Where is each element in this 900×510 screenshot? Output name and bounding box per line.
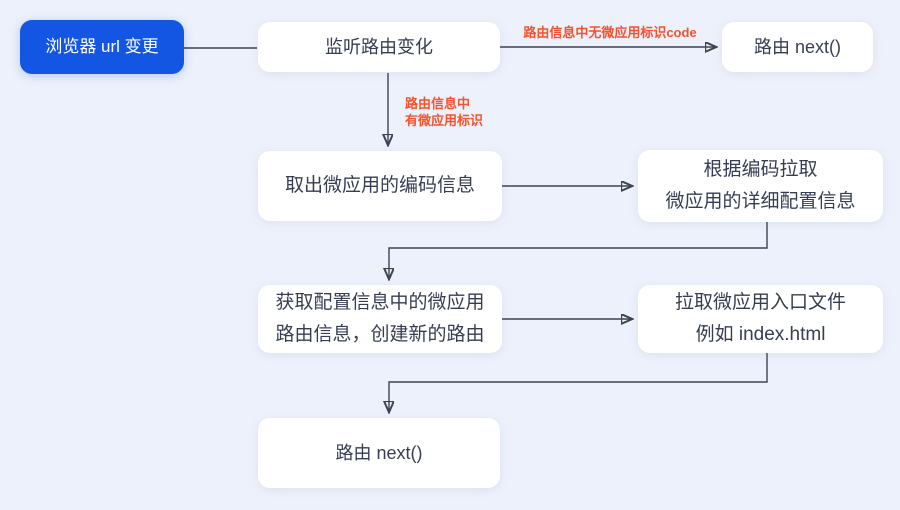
node-listen-route-change-label: 监听路由变化 (325, 37, 433, 57)
node-fetch-entry-file: 拉取微应用入口文件 例如 index.html (638, 285, 883, 353)
edge-label-no-app-code: 路由信息中无微应用标识code (500, 24, 720, 41)
node-create-new-route: 获取配置信息中的微应用 路由信息，创建新的路由 (258, 285, 502, 353)
edge-fetch-entry-to-next-bottom (389, 353, 768, 411)
edge-fetch-config-to-create-route (389, 222, 768, 278)
edge-label-has-app-code: 路由信息中 有微应用标识 (405, 95, 483, 129)
edge-label-has-app-code-line1: 路由信息中 (405, 96, 471, 111)
node-route-next-bottom: 路由 next() (258, 418, 500, 488)
node-route-next-bottom-label: 路由 next() (335, 443, 423, 463)
edge-label-has-app-code-line2: 有微应用标识 (405, 113, 484, 128)
node-extract-app-code: 取出微应用的编码信息 (258, 151, 502, 221)
node-listen-route-change: 监听路由变化 (258, 22, 500, 72)
node-fetch-entry-file-line1: 拉取微应用入口文件 (674, 292, 846, 313)
node-extract-app-code-label: 取出微应用的编码信息 (284, 175, 475, 196)
node-create-new-route-line1: 获取配置信息中的微应用 (275, 292, 485, 313)
node-fetch-app-config-line2: 微应用的详细配置信息 (665, 191, 856, 212)
node-route-next-top: 路由 next() (722, 22, 873, 72)
node-browser-url-change-label: 浏览器 url 变更 (45, 37, 159, 56)
node-browser-url-change: 浏览器 url 变更 (20, 20, 184, 74)
node-route-next-top-label: 路由 next() (753, 37, 841, 57)
node-fetch-app-config-line1: 根据编码拉取 (703, 159, 818, 180)
node-fetch-app-config: 根据编码拉取 微应用的详细配置信息 (638, 150, 883, 222)
node-create-new-route-line2: 路由信息，创建新的路由 (275, 324, 485, 345)
edge-label-no-app-code-text: 路由信息中无微应用标识code (523, 25, 697, 40)
node-fetch-entry-file-line2: 例如 index.html (695, 324, 826, 345)
